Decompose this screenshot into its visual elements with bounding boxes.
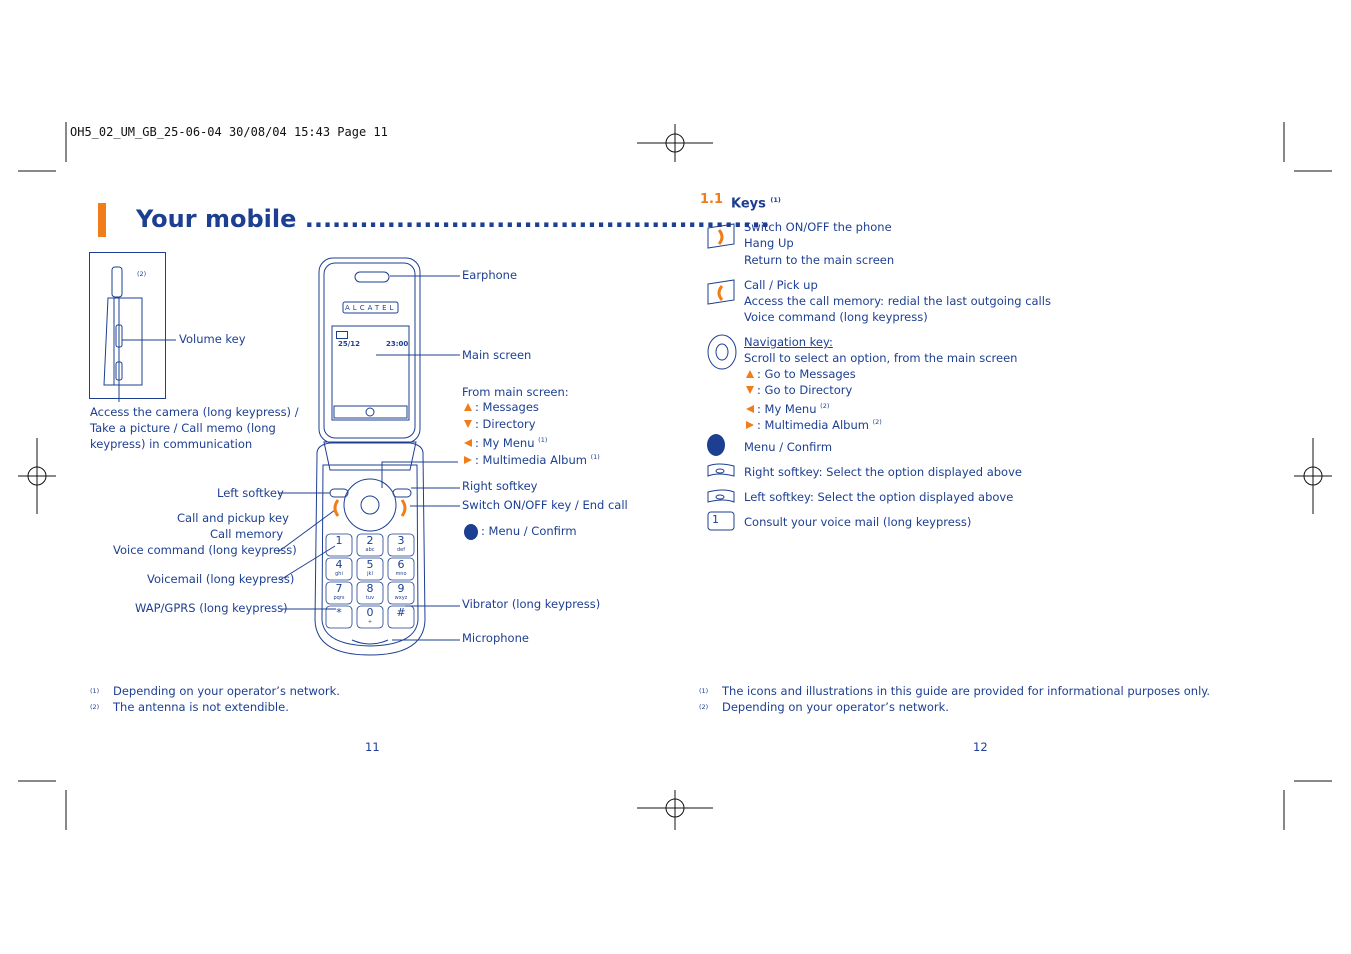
footnote-2: The antenna is not extendible.	[113, 700, 289, 714]
label-camera-3: keypress) in communication	[90, 437, 253, 451]
label-main-screen: Main screen	[462, 348, 532, 362]
call-key-desc-3: Voice command (long keypress)	[744, 310, 928, 324]
keypad-key: #	[396, 606, 406, 619]
end-key-desc-1: Switch ON/OFF the phone	[744, 220, 892, 234]
left-arrow-icon	[464, 438, 472, 447]
nav-key-desc: Scroll to select an option, from the mai…	[744, 351, 1018, 365]
nav-left: : My Menu (2)	[746, 398, 829, 417]
down-arrow-icon	[464, 420, 472, 428]
call-key-desc-2: Access the call memory: redial the last …	[744, 294, 1051, 308]
label-messages: : Messages	[464, 399, 539, 415]
page-number-right: 12	[973, 740, 988, 754]
section-title: Keys (1)	[731, 196, 781, 212]
label-my-menu: : My Menu (1)	[464, 432, 547, 451]
end-key-desc-2: Hang Up	[744, 236, 794, 250]
ok-key-desc: Menu / Confirm	[744, 440, 833, 454]
label-voicemail: Voicemail (long keypress)	[147, 572, 295, 586]
footnote-mark-1: (1)	[90, 687, 100, 695]
antenna-note: (2)	[137, 270, 147, 278]
label-microphone: Microphone	[462, 631, 529, 645]
footnote-r1: The icons and illustrations in this guid…	[722, 684, 1211, 698]
right-arrow-icon	[464, 455, 472, 464]
label-wap: WAP/GPRS (long keypress)	[135, 601, 288, 615]
label-switch-on-off: Switch ON/OFF key / End call	[462, 498, 628, 512]
print-slug: OH5_02_UM_GB_25-06-04 30/08/04 15:43 Pag…	[70, 125, 388, 139]
page-title: Your mobile ............................…	[136, 205, 770, 233]
phone-time: 23:00	[386, 340, 409, 348]
title-bar-accent	[98, 203, 106, 237]
nav-down: : Go to Directory	[746, 382, 852, 398]
label-from-main: From main screen:	[462, 385, 569, 399]
label-directory: : Directory	[464, 416, 536, 432]
voicemail-key-desc: Consult your voice mail (long keypress)	[744, 515, 972, 529]
label-voice-command: Voice command (long keypress)	[113, 543, 297, 557]
ok-key-icon	[464, 523, 478, 540]
keypad-key: 0+	[366, 606, 374, 626]
label-earphone: Earphone	[462, 268, 518, 282]
page-number-left: 11	[365, 740, 380, 754]
right-softkey-desc: Right softkey: Select the option display…	[744, 465, 1022, 479]
footnote-mark-2: (2)	[90, 703, 100, 711]
nav-up: : Go to Messages	[746, 366, 856, 382]
footnote-mark-r1: (1)	[699, 687, 709, 695]
label-call-pickup: Call and pickup key	[177, 511, 289, 525]
left-softkey-desc: Left softkey: Select the option displaye…	[744, 490, 1014, 504]
label-camera-2: Take a picture / Call memo (long	[90, 421, 276, 435]
down-arrow-icon	[746, 386, 754, 394]
label-left-softkey: Left softkey	[217, 486, 284, 500]
right-arrow-icon	[746, 420, 754, 429]
up-arrow-icon	[746, 370, 754, 378]
label-volume-key: Volume key	[179, 332, 246, 346]
left-arrow-icon	[746, 404, 754, 413]
side-view-inset	[89, 252, 166, 399]
keypad-key: 1	[335, 534, 343, 547]
label-camera-1: Access the camera (long keypress) /	[90, 405, 299, 419]
nav-key-title: Navigation key:	[744, 335, 833, 349]
label-multimedia: : Multimedia Album (1)	[464, 449, 600, 468]
section-number: 1.1	[700, 192, 724, 207]
label-menu-confirm: : Menu / Confirm	[464, 523, 577, 540]
battery-icon	[336, 331, 348, 339]
label-vibrator: Vibrator (long keypress)	[462, 597, 601, 611]
phone-brand: ALCATEL	[345, 304, 397, 312]
voicemail-key-icon: 1	[712, 513, 719, 526]
label-call-memory: Call memory	[210, 527, 284, 541]
up-arrow-icon	[464, 403, 472, 411]
phone-date: 25/12	[338, 340, 361, 348]
keypad-key: *	[336, 606, 342, 619]
call-key-desc-1: Call / Pick up	[744, 278, 818, 292]
footnote-mark-r2: (2)	[699, 703, 709, 711]
footnote-r2: Depending on your operator’s network.	[722, 700, 949, 714]
label-right-softkey: Right softkey	[462, 479, 538, 493]
end-key-desc-3: Return to the main screen	[744, 253, 895, 267]
footnote-1: Depending on your operator’s network.	[113, 684, 340, 698]
nav-right: : Multimedia Album (2)	[746, 414, 882, 433]
